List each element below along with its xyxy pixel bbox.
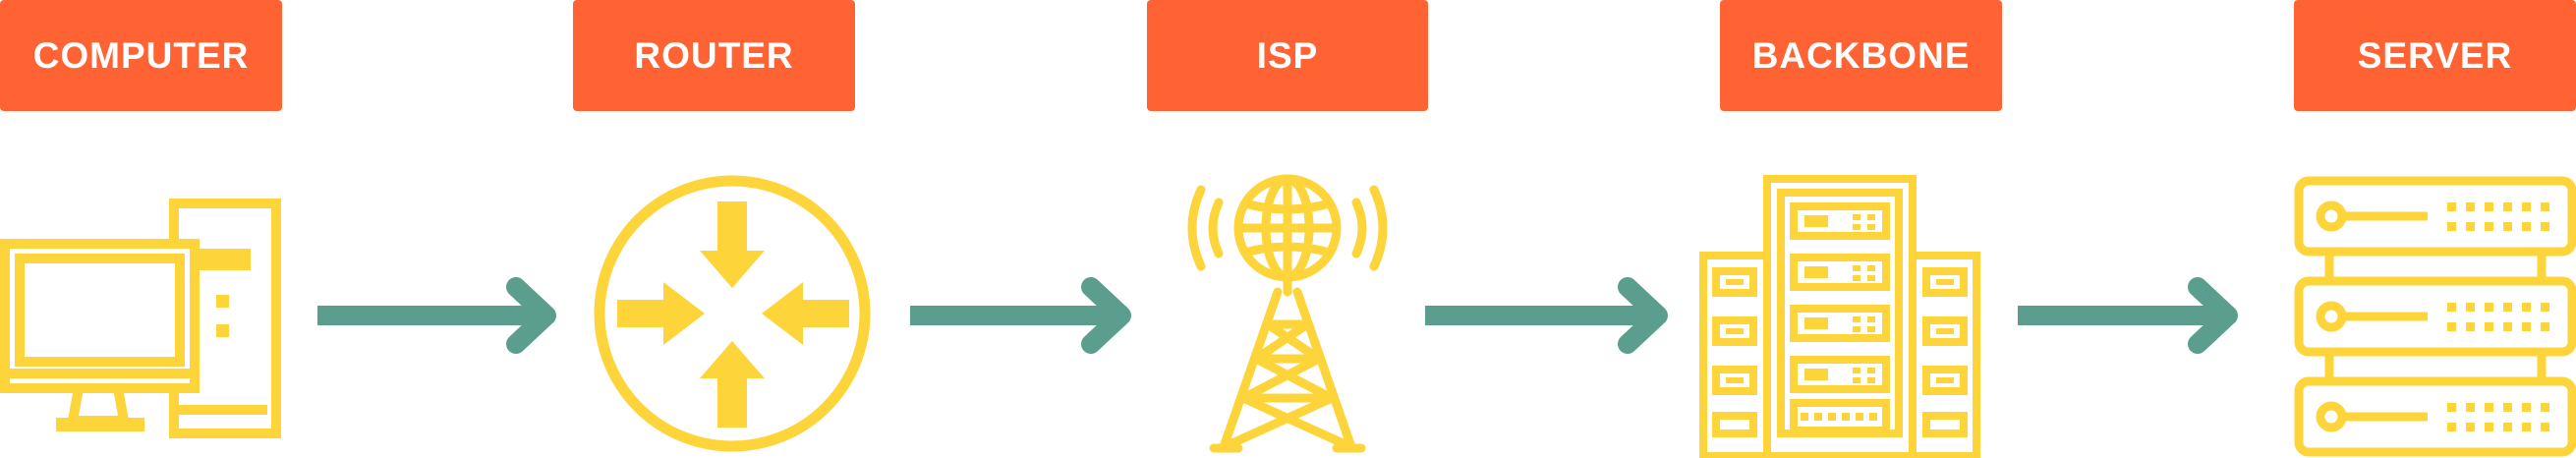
- router-icon: [594, 175, 871, 452]
- label-computer: COMPUTER: [0, 0, 282, 111]
- label-backbone: BACKBONE: [1720, 0, 2002, 111]
- label-router: ROUTER: [573, 0, 855, 111]
- server-rack-icon: [1699, 175, 1980, 458]
- radio-tower-icon: [1187, 174, 1388, 453]
- desktop-computer-icon: [0, 199, 281, 438]
- label-server: SERVER: [2294, 0, 2576, 111]
- server-stack-icon: [2294, 176, 2576, 457]
- arrow-router-to-isp: [910, 277, 1131, 354]
- label-isp: ISP: [1147, 0, 1428, 111]
- arrow-backbone-to-server: [2018, 277, 2238, 354]
- server-stack-vents: [2447, 202, 2549, 431]
- server-rack-leds: [1726, 214, 1954, 421]
- arrow-computer-to-router: [317, 277, 556, 354]
- arrow-isp-to-backbone: [1425, 277, 1668, 354]
